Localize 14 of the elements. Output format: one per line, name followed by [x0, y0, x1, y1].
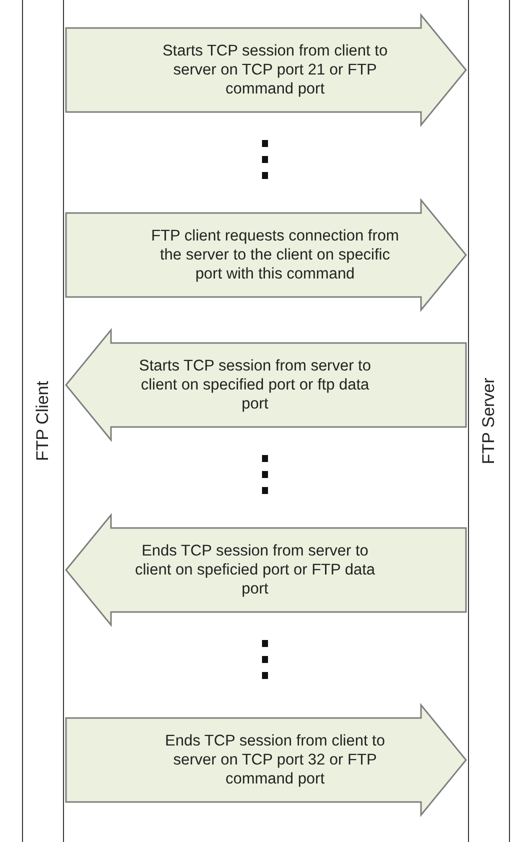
block-arrow — [65, 12, 467, 128]
edge-label: Ends TCP session from server to client on speficied port or FTP data port — [134, 542, 376, 598]
edge-label: Starts TCP session from server to client on specified port or ftp data port — [138, 356, 372, 414]
edge-label: Starts TCP session from client to server on TCP port 21 or FTP command port — [161, 42, 389, 98]
block-arrow — [65, 198, 467, 312]
edge-label: FTP client requests connection from the server to the client on specific port with this command — [150, 226, 400, 284]
lifeline-title: FTP Client — [33, 381, 53, 461]
block-arrow — [65, 512, 467, 628]
lifeline-title: FTP Server — [479, 378, 499, 464]
block-arrow — [65, 702, 467, 818]
edge-label: Ends TCP session from client to server on TCP port 32 or FTP command port — [164, 732, 386, 788]
lifeline-band — [22, 0, 64, 842]
block-arrow — [65, 328, 467, 442]
lifeline-band — [468, 0, 510, 842]
